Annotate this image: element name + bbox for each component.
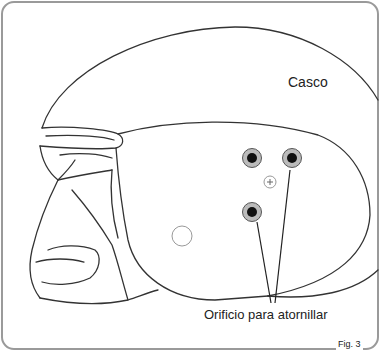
screw-holes: [243, 149, 302, 222]
center-mark: [264, 176, 276, 188]
chin-bar: [30, 180, 58, 298]
chin-vent: [42, 246, 99, 284]
chin-bottom: [40, 290, 158, 304]
liner-edge: [118, 122, 370, 296]
liner-front: [116, 148, 268, 300]
figure-number: Fig. 3: [336, 340, 363, 350]
leader-lines: [257, 170, 290, 303]
center-cross: [267, 179, 273, 185]
callout-label: Orificio para atornillar: [204, 308, 328, 322]
chin-vent-line: [36, 259, 84, 262]
figure-frame: [2, 2, 378, 349]
visor-strip: [46, 135, 114, 140]
visor: [40, 127, 123, 149]
visor-lower: [40, 146, 112, 180]
visor-strip: [60, 154, 112, 158]
round-mark: [172, 226, 192, 246]
cheek-pad: [72, 190, 128, 300]
part-label: Casco: [288, 75, 328, 90]
cheek-line: [111, 170, 118, 238]
helmet-shell: [42, 27, 378, 128]
visor-pivot: [58, 160, 75, 180]
